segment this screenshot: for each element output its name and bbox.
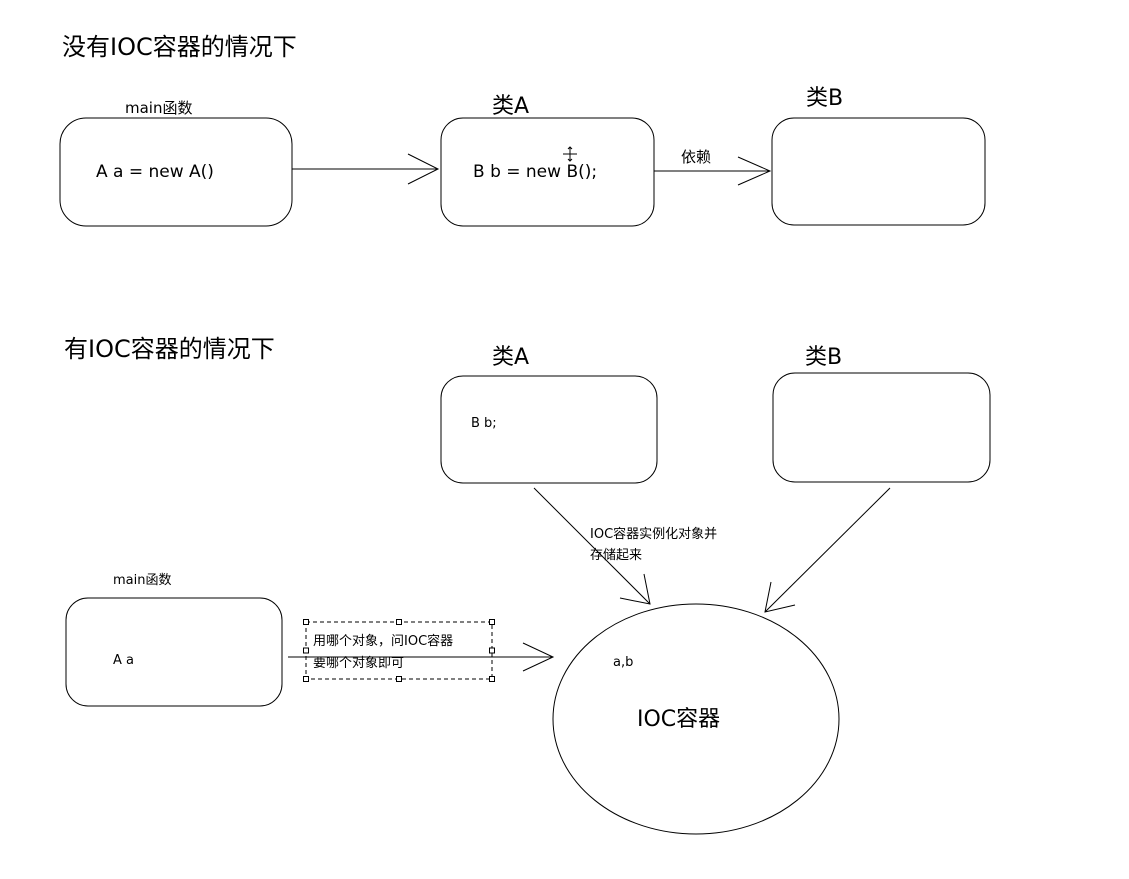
top-class-a-code: B b = new B();: [473, 162, 597, 182]
bottom-class-b-node[interactable]: 类B: [772, 345, 991, 483]
bottom-arrow-class-b-to-container: [764, 487, 891, 613]
bottom-class-a-code: B b;: [471, 416, 497, 431]
bottom-class-a-label: 类A: [492, 345, 529, 370]
container-label: IOC容器: [637, 707, 720, 732]
top-class-b-node[interactable]: 类B: [771, 86, 986, 226]
ioc-container-node[interactable]: a,b IOC容器: [552, 603, 840, 835]
bottom-class-b-box: [772, 372, 991, 483]
instantiate-text-line1: IOC容器实例化对象并: [590, 526, 717, 542]
top-main-label: main函数: [125, 99, 192, 117]
selection-handle-tm[interactable]: [396, 619, 402, 625]
selection-handle-bm[interactable]: [396, 676, 402, 682]
bottom-section-title: 有IOC容器的情况下: [64, 335, 275, 363]
selection-handle-mr[interactable]: [489, 647, 495, 654]
move-cursor-icon: [563, 146, 577, 162]
top-dependency-label: 依赖: [681, 148, 711, 166]
ask-text-line1: 用哪个对象，问IOC容器: [313, 633, 453, 649]
top-arrow-main-to-class-a: [292, 153, 440, 185]
bottom-class-a-box: [440, 375, 658, 484]
top-main-function-node[interactable]: main函数 A a = new A(): [59, 99, 293, 227]
bottom-class-a-node[interactable]: 类A B b;: [440, 345, 658, 484]
selection-handle-bl[interactable]: [303, 676, 309, 682]
ask-text-selection-box[interactable]: 用哪个对象，问IOC容器 要哪个对象即可: [288, 619, 495, 682]
ioc-container-ellipse: [552, 603, 840, 835]
bottom-class-b-label: 类B: [805, 345, 842, 370]
bottom-main-function-node[interactable]: main函数 A a: [65, 573, 283, 707]
instantiate-text-line2: 存储起来: [590, 548, 642, 563]
selection-handle-tr[interactable]: [489, 619, 495, 625]
top-class-a-node[interactable]: 类A B b = new B();: [440, 94, 655, 227]
bottom-main-box: [65, 597, 283, 707]
bottom-main-code: A a: [113, 653, 134, 668]
top-dependency-arrow: 依赖: [654, 148, 772, 186]
top-class-a-box: [440, 117, 655, 227]
ask-text-line2: 要哪个对象即可: [313, 656, 404, 671]
top-main-box: [59, 117, 293, 227]
bottom-main-label: main函数: [113, 573, 171, 588]
top-section-title: 没有IOC容器的情况下: [62, 33, 297, 61]
top-class-b-label: 类B: [806, 86, 843, 111]
top-class-a-label: 类A: [492, 94, 529, 119]
top-main-code: A a = new A(): [96, 162, 214, 182]
container-objects: a,b: [613, 655, 633, 670]
selection-handle-ml[interactable]: [303, 647, 309, 654]
selection-handle-br[interactable]: [489, 676, 495, 682]
bottom-arrow-class-a-to-container: [533, 487, 651, 605]
top-class-b-box: [771, 117, 986, 226]
selection-handle-tl[interactable]: [303, 619, 309, 625]
